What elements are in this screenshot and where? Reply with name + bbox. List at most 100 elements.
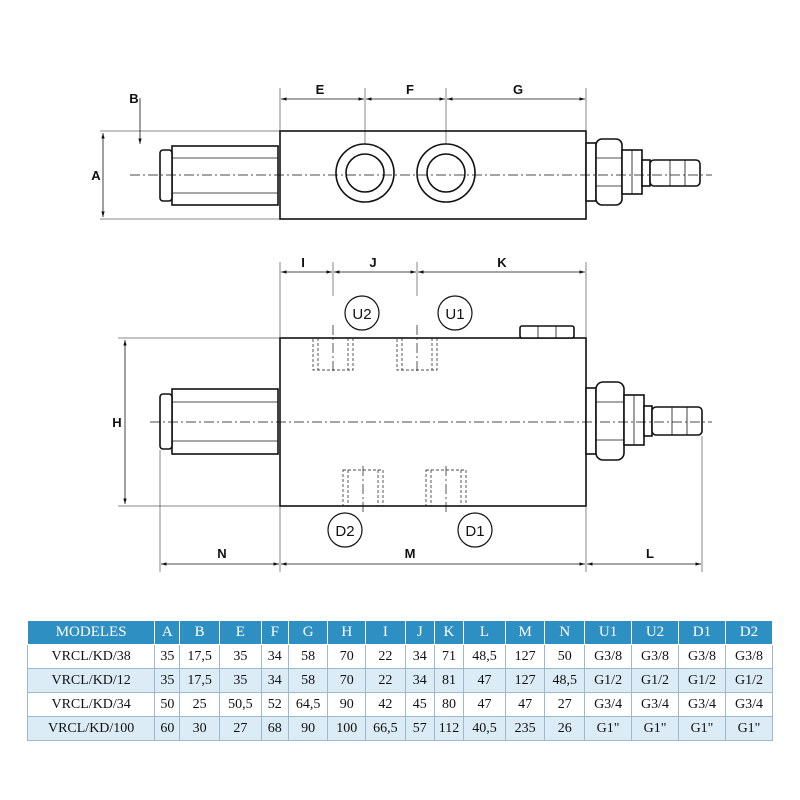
table-cell: 90 bbox=[327, 692, 367, 717]
header-cell: G bbox=[287, 620, 329, 645]
table-cell: 34 bbox=[404, 668, 435, 693]
front-view: U2 U1 D2 D1 H I J K N M L bbox=[112, 255, 712, 572]
dim-label-g: G bbox=[513, 82, 523, 97]
table-cell: G3/8 bbox=[631, 644, 679, 669]
table-cell: VRCL/KD/38 bbox=[26, 644, 156, 669]
table-cell: 25 bbox=[179, 692, 220, 717]
table-cell: 235 bbox=[504, 716, 546, 741]
header-cell: B bbox=[179, 620, 220, 645]
table-cell: 45 bbox=[404, 692, 435, 717]
table-cell: G3/4 bbox=[631, 692, 679, 717]
table-cell: 70 bbox=[327, 668, 367, 693]
dim-label-a: A bbox=[91, 168, 101, 183]
table-cell: 27 bbox=[544, 692, 586, 717]
port-label-u2: U2 bbox=[352, 306, 371, 323]
header-cell: M bbox=[504, 620, 546, 645]
table-row: VRCL/KD/34 50 25 50,5 52 64,5 90 42 45 8… bbox=[26, 692, 774, 717]
table-cell: 127 bbox=[504, 668, 546, 693]
dim-label-f: F bbox=[406, 82, 414, 97]
table-cell: G3/4 bbox=[584, 692, 633, 717]
table-cell: 48,5 bbox=[463, 644, 506, 669]
table-cell: 22 bbox=[365, 668, 406, 693]
header-cell: MODELES bbox=[26, 620, 156, 645]
table-cell: 66,5 bbox=[365, 716, 406, 741]
dim-label-e: E bbox=[316, 82, 325, 97]
dim-label-m: M bbox=[405, 546, 416, 561]
table-cell: 35 bbox=[154, 668, 181, 693]
table-cell: 50 bbox=[154, 692, 181, 717]
header-cell: E bbox=[218, 620, 262, 645]
header-cell: U2 bbox=[631, 620, 679, 645]
table-cell: 58 bbox=[287, 644, 329, 669]
top-view: A B E F G bbox=[91, 82, 712, 220]
table-cell: 50,5 bbox=[218, 692, 262, 717]
table-cell: 42 bbox=[365, 692, 406, 717]
table-cell: G1" bbox=[631, 716, 679, 741]
dimensions-table: MODELES A B E F G H I J K L M N U1 U2 D1… bbox=[26, 620, 774, 741]
table-cell: 34 bbox=[404, 644, 435, 669]
dim-label-h: H bbox=[112, 415, 121, 430]
table-cell: 17,5 bbox=[179, 668, 220, 693]
table-cell: G3/8 bbox=[678, 644, 726, 669]
header-cell: N bbox=[544, 620, 586, 645]
table-cell: 50 bbox=[544, 644, 586, 669]
header-cell: K bbox=[433, 620, 465, 645]
port-label-u1: U1 bbox=[445, 306, 464, 323]
table-cell: VRCL/KD/100 bbox=[26, 716, 156, 741]
table-cell: 34 bbox=[260, 644, 289, 669]
table-header-row: MODELES A B E F G H I J K L M N U1 U2 D1… bbox=[26, 620, 774, 645]
table-cell: 48,5 bbox=[544, 668, 586, 693]
dim-label-i: I bbox=[301, 255, 305, 270]
table-cell: G3/8 bbox=[584, 644, 633, 669]
table-cell: G1" bbox=[584, 716, 633, 741]
table-cell: G1/2 bbox=[678, 668, 726, 693]
header-cell: H bbox=[327, 620, 367, 645]
table-cell: 112 bbox=[433, 716, 465, 741]
table-cell: VRCL/KD/34 bbox=[26, 692, 156, 717]
table-cell: 127 bbox=[504, 644, 546, 669]
table-cell: 22 bbox=[365, 644, 406, 669]
table-cell: 100 bbox=[327, 716, 367, 741]
table-cell: 35 bbox=[154, 644, 181, 669]
table-cell: 81 bbox=[433, 668, 465, 693]
table-cell: G3/8 bbox=[724, 644, 774, 669]
header-cell: J bbox=[404, 620, 435, 645]
table-cell: VRCL/KD/12 bbox=[26, 668, 156, 693]
dim-label-j: J bbox=[369, 255, 376, 270]
table-row: VRCL/KD/38 35 17,5 35 34 58 70 22 34 71 … bbox=[26, 644, 774, 669]
table-cell: 35 bbox=[218, 644, 262, 669]
table-cell: G1" bbox=[724, 716, 774, 741]
dim-label-k: K bbox=[497, 255, 507, 270]
table-cell: 90 bbox=[287, 716, 329, 741]
port-label-d1: D1 bbox=[465, 523, 484, 540]
table-cell: 35 bbox=[218, 668, 262, 693]
port-label-d2: D2 bbox=[335, 523, 354, 540]
dim-label-n: N bbox=[217, 546, 226, 561]
table-cell: 47 bbox=[463, 692, 506, 717]
table-row: VRCL/KD/100 60 30 27 68 90 100 66,5 57 1… bbox=[26, 716, 774, 741]
header-cell: A bbox=[154, 620, 181, 645]
table-cell: 34 bbox=[260, 668, 289, 693]
table-row: VRCL/KD/12 35 17,5 35 34 58 70 22 34 81 … bbox=[26, 668, 774, 693]
table-cell: 17,5 bbox=[179, 644, 220, 669]
table-cell: 64,5 bbox=[287, 692, 329, 717]
dim-label-b: B bbox=[129, 91, 138, 106]
table-cell: G3/4 bbox=[724, 692, 774, 717]
dim-label-l: L bbox=[646, 546, 654, 561]
table-cell: 52 bbox=[260, 692, 289, 717]
table-cell: 27 bbox=[218, 716, 262, 741]
header-cell: F bbox=[260, 620, 289, 645]
table-cell: G1" bbox=[678, 716, 726, 741]
header-cell: D1 bbox=[678, 620, 726, 645]
table-cell: G1/2 bbox=[631, 668, 679, 693]
table-cell: 26 bbox=[544, 716, 586, 741]
header-cell: L bbox=[463, 620, 506, 645]
table-cell: G1/2 bbox=[724, 668, 774, 693]
table-cell: 47 bbox=[504, 692, 546, 717]
table-cell: 47 bbox=[463, 668, 506, 693]
table-cell: 58 bbox=[287, 668, 329, 693]
table-cell: 57 bbox=[404, 716, 435, 741]
table-cell: 80 bbox=[433, 692, 465, 717]
table-cell: G1/2 bbox=[584, 668, 633, 693]
table-cell: G3/4 bbox=[678, 692, 726, 717]
